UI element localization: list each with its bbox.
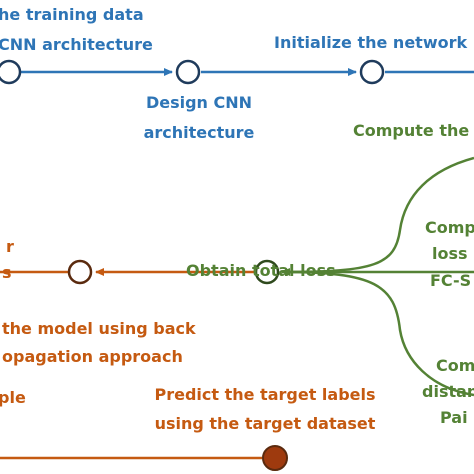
label-left-ple: ple [0,388,26,407]
label-design-cnn-line2: architecture [144,123,255,142]
green-branch-structure [281,156,474,397]
green-node-total-loss [254,259,280,285]
label-comp-b-line3: Pai [440,408,468,427]
label-prepare-data: he training data [0,5,144,24]
label-left-s: s [2,263,12,282]
label-comp-a-line2: loss [432,244,468,263]
blue-node-3 [359,59,385,85]
end-node [262,445,288,471]
blue-flow-row [0,59,474,85]
label-predict-line2: using the target dataset [155,414,376,433]
label-initialize-network: Initialize the network [274,33,467,52]
orange-flow-row [0,259,280,285]
label-compute-the: Compute the [353,121,469,140]
green-branch-lower [281,270,474,397]
label-comp-a-line3: FC-S [430,271,471,290]
label-update-line1: the model using back [2,319,196,338]
bottom-flow-row [0,445,288,471]
label-left-r: r [6,237,14,256]
blue-node-1 [0,59,22,85]
label-comp-b-line1: Com [436,356,474,375]
label-predict-line1: Predict the target labels [154,385,375,404]
blue-node-2 [175,59,201,85]
label-design-cnn-line1: Design CNN [146,93,252,112]
label-comp-b-line2: distanc [422,382,474,401]
label-comp-a-line1: Comp [425,218,474,237]
label-cnn-architecture-top: CNN architecture [0,35,153,54]
label-obtain-total-loss: Obtain total loss [186,261,336,280]
green-branch-upper [281,156,474,274]
label-update-line2: opagation approach [2,347,183,366]
orange-node [67,259,93,285]
